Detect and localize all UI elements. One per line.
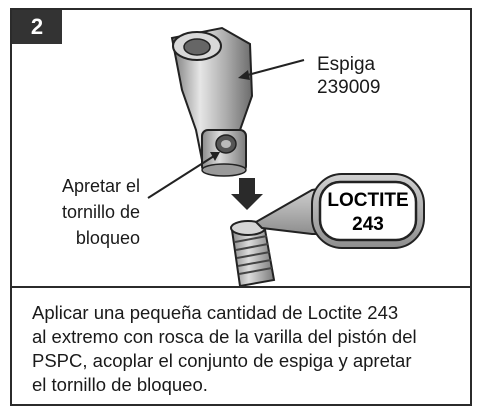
description-line: al extremo con rosca de la varilla del p…: [32, 326, 417, 347]
description-line: el tornillo de bloqueo.: [32, 374, 208, 395]
tighten-instruction: Apretar el tornillo de bloqueo: [62, 173, 140, 251]
loctite-bottle: LOCTITE 243: [254, 173, 425, 249]
assembly-illustration: LOCTITE 243: [147, 26, 425, 286]
piston-rod-part: [230, 220, 276, 286]
instruction-line: Apretar el: [61, 176, 140, 196]
step-number-badge: 2: [12, 10, 62, 44]
part-leader-line: [243, 59, 305, 77]
instruction-line: tornillo de: [61, 202, 140, 222]
part-leader-arrowhead: [238, 70, 250, 80]
part-number-label: 239009: [317, 77, 381, 98]
instruction-leader-line: [147, 155, 215, 199]
clevis-part: [170, 26, 254, 177]
description-line: Aplicar una pequeña cantidad de Loctite …: [32, 302, 399, 323]
bottle-brand-label: LOCTITE: [327, 190, 408, 211]
down-arrow-icon: [231, 178, 263, 210]
step-panel: 2: [10, 8, 472, 406]
description-line: PSPC, acoplar el conjunto de espiga y ap…: [32, 350, 412, 371]
instruction-leader-arrowhead: [210, 152, 220, 161]
section-divider: [12, 286, 470, 288]
bottle-grade-label: 243: [352, 214, 384, 235]
part-name-label: Espiga: [317, 54, 376, 75]
instruction-line: bloqueo: [75, 228, 140, 248]
step-description: Aplicar una pequeña cantidad de Loctite …: [32, 301, 462, 397]
